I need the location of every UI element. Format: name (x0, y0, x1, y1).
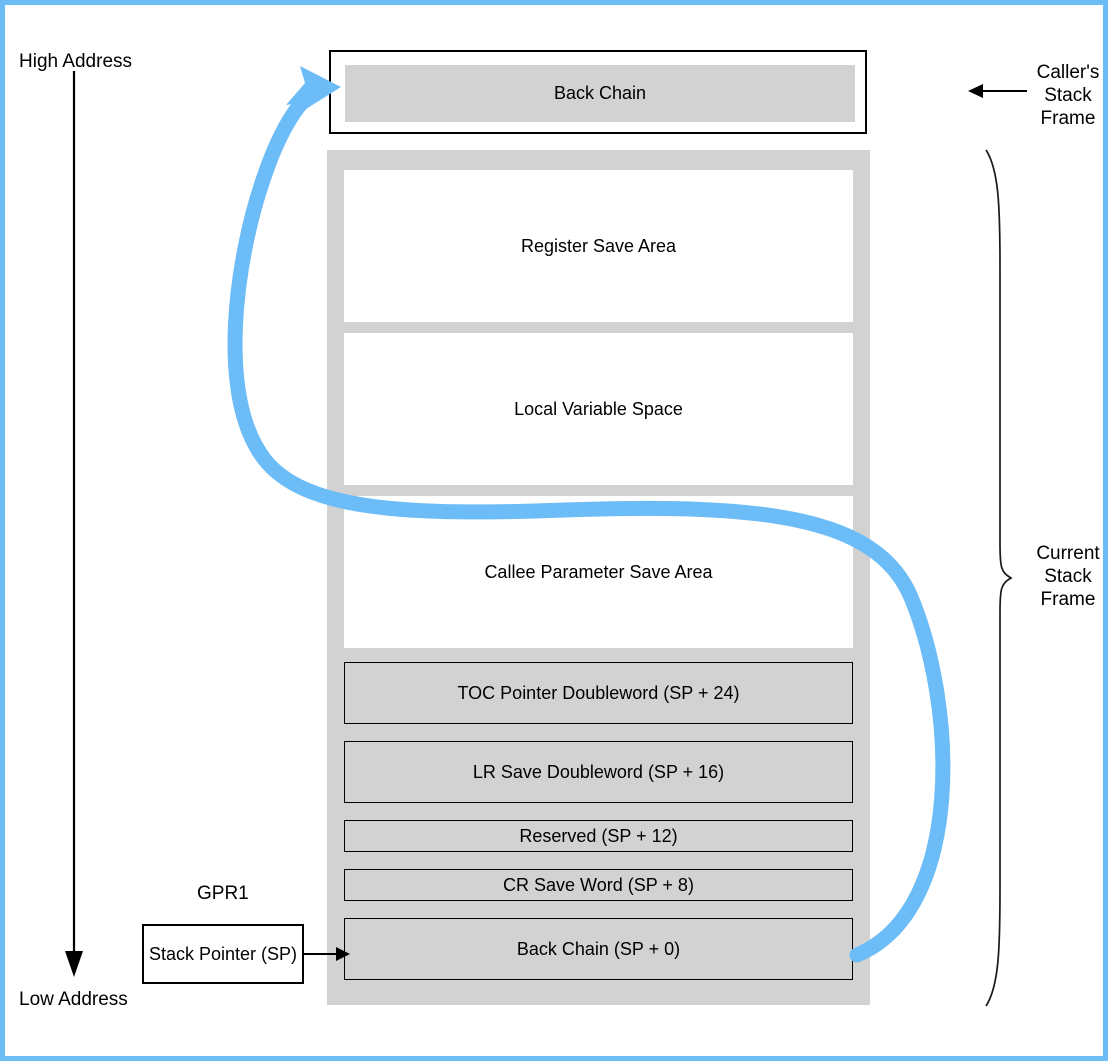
current-annotation-line-3: Frame (1040, 589, 1096, 610)
caller-annotation-line-3: Frame (1040, 108, 1096, 129)
slot-lr-save-doubleword: LR Save Doubleword (SP + 16) (344, 741, 853, 803)
current-stack-frame-brace (985, 149, 1013, 1007)
caller-stack-frame-annotation: Caller's Stack Frame (1025, 61, 1103, 130)
slot-toc-pointer-doubleword: TOC Pointer Doubleword (SP + 24) (344, 662, 853, 724)
caller-slot-back-chain: Back Chain (345, 65, 855, 122)
current-stack-frame: Register Save Area Local Variable Space … (327, 150, 870, 1005)
low-address-label: Low Address (19, 989, 128, 1010)
caller-annotation-line-2: Stack (1044, 85, 1092, 106)
stack-pointer-box: Stack Pointer (SP) (142, 924, 304, 984)
slot-register-save-area: Register Save Area (344, 170, 853, 322)
caller-stack-frame: Back Chain (329, 50, 867, 134)
slot-reserved: Reserved (SP + 12) (344, 820, 853, 852)
slot-local-variable-space: Local Variable Space (344, 333, 853, 485)
caller-annotation-line-1: Caller's (1036, 62, 1100, 83)
gpr1-label: GPR1 (197, 883, 249, 904)
slot-callee-parameter-save-area: Callee Parameter Save Area (344, 496, 853, 648)
current-stack-frame-annotation: Current Stack Frame (1023, 542, 1103, 611)
high-address-label: High Address (19, 51, 133, 72)
stack-pointer-arrow (304, 947, 350, 961)
caller-frame-pointer-arrow (968, 84, 1027, 98)
address-direction-arrow (65, 71, 83, 977)
current-annotation-line-2: Stack (1044, 566, 1092, 587)
slot-back-chain-sp0: Back Chain (SP + 0) (344, 918, 853, 980)
current-annotation-line-1: Current (1036, 543, 1100, 564)
slot-cr-save-word: CR Save Word (SP + 8) (344, 869, 853, 901)
